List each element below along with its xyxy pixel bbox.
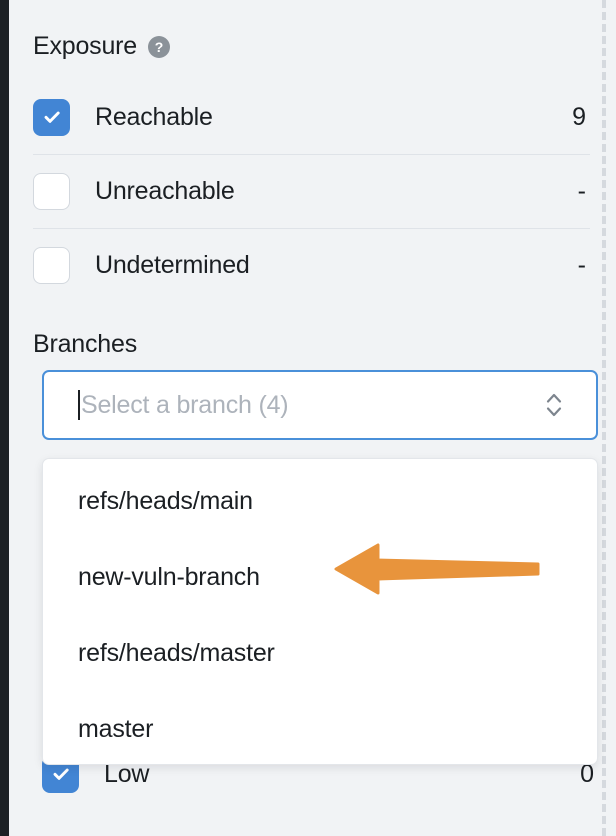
filter-count-undetermined: -: [577, 251, 586, 279]
window-left-edge: [0, 0, 9, 836]
dropdown-option-master[interactable]: master: [78, 714, 154, 743]
filter-row-reachable[interactable]: Reachable 9: [33, 80, 590, 154]
filter-count-reachable: 9: [572, 102, 586, 131]
checkbox-unreachable[interactable]: [33, 173, 70, 210]
filter-count-low-severity: 0: [580, 759, 594, 788]
branches-section-header: Branches: [33, 330, 137, 359]
dropdown-option-new-vuln-branch[interactable]: new-vuln-branch: [78, 562, 260, 591]
check-icon: [44, 111, 60, 123]
filter-label-unreachable: Unreachable: [95, 177, 235, 205]
panel-right-dashed-boundary: [602, 0, 606, 836]
checkbox-undetermined[interactable]: [33, 247, 70, 284]
filter-label-reachable: Reachable: [95, 102, 213, 131]
filter-count-unreachable: -: [577, 177, 586, 205]
text-cursor: [78, 390, 80, 420]
filter-label-undetermined: Undetermined: [95, 251, 250, 279]
branch-select-combobox[interactable]: Select a branch (4): [42, 370, 598, 440]
exposure-filter-rows: Reachable 9 Unreachable - Undetermined -: [33, 80, 590, 302]
exposure-section-header: Exposure ?: [33, 32, 171, 61]
branch-select-placeholder: Select a branch (4): [81, 390, 289, 419]
question-mark-icon[interactable]: ?: [148, 35, 171, 58]
check-icon: [53, 768, 69, 780]
branches-title: Branches: [33, 330, 138, 358]
dropdown-option-main[interactable]: refs/heads/main: [78, 486, 253, 515]
filter-row-unreachable[interactable]: Unreachable -: [33, 154, 590, 228]
filter-row-undetermined[interactable]: Undetermined -: [33, 228, 590, 302]
filter-sidebar-panel: Exposure ? Reachable 9 Unreachable -: [9, 0, 602, 836]
exposure-title: Exposure: [33, 32, 138, 60]
chevron-up-down-icon[interactable]: [542, 388, 566, 422]
dropdown-option-refs-master[interactable]: refs/heads/master: [78, 638, 275, 667]
branch-dropdown-listbox[interactable]: refs/heads/main new-vuln-branch refs/hea…: [42, 458, 598, 765]
checkbox-reachable[interactable]: [33, 98, 70, 136]
